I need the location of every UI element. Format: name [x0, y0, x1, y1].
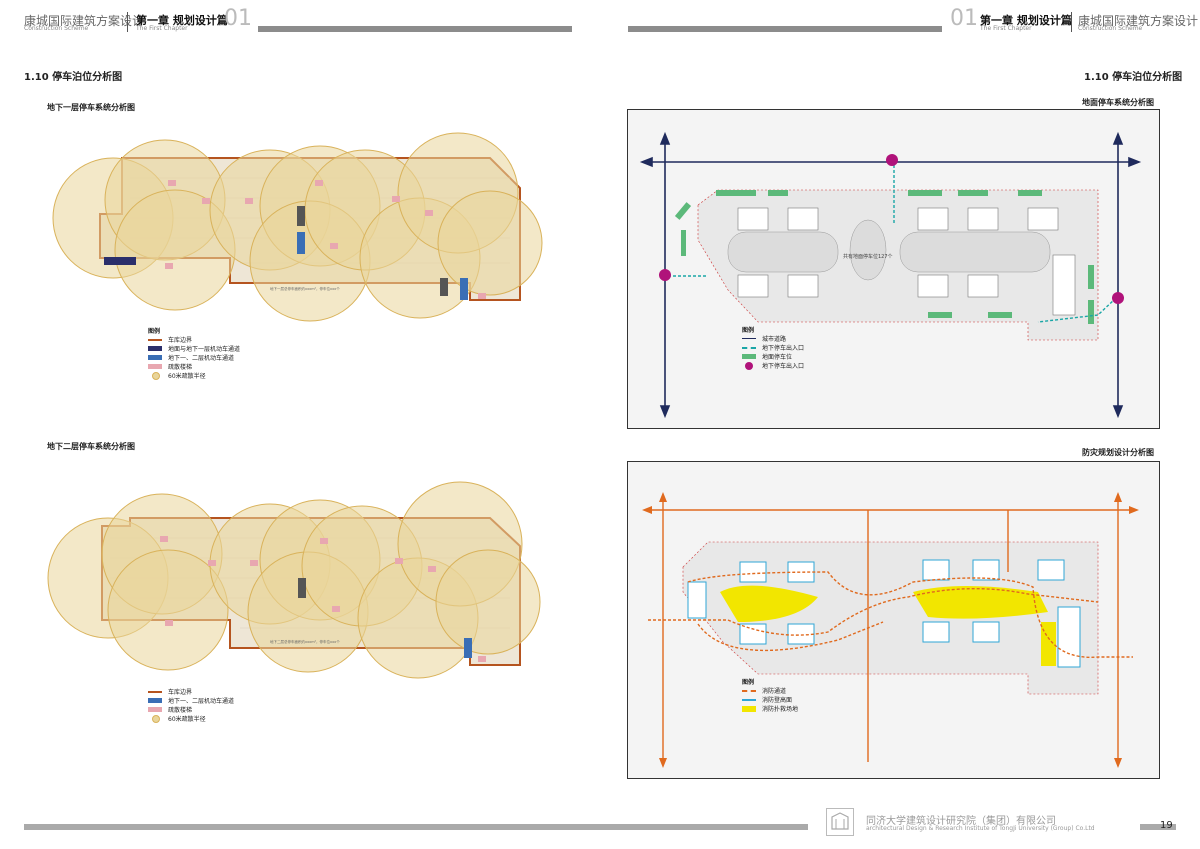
plan2-legend: 车库边界 地下一、二层机动车通道 疏散楼梯 60米疏散半径	[148, 687, 234, 723]
plan3-frame: 共有地面停车位127个	[627, 109, 1160, 429]
footer-left-bar	[24, 824, 808, 830]
plan3-legend: 图例 城市道路 地下停车出入口 地面停车位 地下停车出入口	[742, 325, 804, 370]
header-right-bar	[628, 26, 942, 32]
plan2-legend-item: 地下一、二层机动车通道	[148, 696, 234, 705]
plan3-diagram: 共有地面停车位127个	[628, 110, 1159, 428]
plan2-legend-item: 60米疏散半径	[148, 714, 234, 723]
header-right-number: 01	[950, 6, 978, 31]
plan1-ground-channel-3	[440, 278, 448, 296]
plan1-stairs	[165, 180, 486, 299]
plan2-b12-channel	[464, 638, 472, 658]
plan1-b12-channel-1	[297, 232, 305, 254]
plan1-legend: 图例 车库边界 地面与地下一层机动车通道 地下一、二层机动车通道 疏散楼梯 60…	[148, 326, 240, 380]
plan3-legend-item: 城市道路	[742, 334, 804, 343]
plan2-title: 地下二层停车系统分析图	[47, 442, 135, 451]
header-left-number: 01	[224, 6, 252, 31]
plan2-note: 地下二层总停车面积约xxxm²，停车位xxx个	[270, 639, 340, 644]
plan4-road-arrows	[642, 492, 1139, 768]
plan1-legend-item: 疏散楼梯	[148, 362, 240, 371]
plan4-legend-title: 图例	[742, 679, 755, 686]
plan3-ground-parking	[674, 190, 1094, 324]
plan1-ground-channel-2	[297, 206, 305, 226]
header-right-subtitle: Construction Scheme	[1078, 25, 1143, 32]
plan3-entrance-dots	[659, 154, 1124, 304]
plan2-channel-1	[298, 578, 306, 598]
plan1-radius-circles	[52, 132, 543, 322]
plan3-title: 地面停车系统分析图	[1082, 98, 1154, 107]
header-left-chapter-sub: The First Chapter	[136, 25, 188, 32]
header-left-divider	[127, 12, 128, 32]
header-left-title: 康城国际建筑方案设计	[24, 14, 145, 28]
page-number: 19	[1160, 820, 1173, 831]
plan3-legend-title: 图例	[742, 327, 755, 334]
plan1-b12-channel-2	[460, 278, 468, 300]
plan4-fire-roads	[648, 497, 1133, 762]
plan4-legend: 图例 消防通道 消防登高面 消防扑救场地	[742, 677, 798, 713]
header-right-divider	[1071, 12, 1072, 32]
header-right-title: 康城国际建筑方案设计	[1078, 14, 1199, 28]
plan2-legend-item: 车库边界	[148, 687, 234, 696]
plan2-stairs	[160, 536, 486, 662]
plan4-legend-item: 消防登高面	[742, 695, 798, 704]
plan1-note: 地下一层总停车面积约xxxm²，停车位xxx个	[270, 286, 340, 291]
plan2-radius-circles	[47, 481, 541, 679]
plan2-legend-item: 疏散楼梯	[148, 705, 234, 714]
plan1-legend-title: 图例	[148, 328, 161, 335]
plan3-legend-item: 地下停车出入口	[742, 361, 804, 370]
plan4-legend-item: 消防扑救场地	[742, 704, 798, 713]
footer-company: 同济大学建筑设计研究院（集团）有限公司	[866, 816, 1056, 827]
plan4-fire-faces	[687, 559, 1081, 668]
plan1-title: 地下一层停车系统分析图	[47, 103, 135, 112]
plan1-legend-item: 车库边界	[148, 335, 240, 344]
header-right-chapter-sub: The First Chapter	[980, 25, 1032, 32]
header-left-bar	[258, 26, 572, 32]
plan1-legend-item: 60米疏散半径	[148, 371, 240, 380]
header-left-subtitle: Construction Scheme	[24, 25, 89, 32]
plan4-diagram	[628, 462, 1159, 778]
plan3-entrance-arrows	[668, 160, 1117, 323]
plan4-frame	[627, 461, 1160, 779]
plan3-legend-item: 地面停车位	[742, 352, 804, 361]
footer-company-en: architectural Design & Research Institut…	[866, 825, 1095, 832]
plan4-rescue-yards	[720, 585, 1056, 666]
plan1-legend-item: 地下一、二层机动车通道	[148, 353, 240, 362]
plan4-legend-item: 消防通道	[742, 686, 798, 695]
plan1-legend-item: 地面与地下一层机动车通道	[148, 344, 240, 353]
plan1-diagram: 地下一层总停车面积约xxxm²，停车位xxx个	[52, 132, 543, 322]
plan1-ground-channel-1	[104, 257, 136, 265]
plan2-diagram: 地下二层总停车面积约xxxm²，停车位xxx个	[47, 481, 541, 679]
plan3-legend-item: 地下停车出入口	[742, 343, 804, 352]
right-section-title: 1.10 停车泊位分析图	[1084, 72, 1183, 83]
plan4-title: 防灾规划设计分析图	[1082, 448, 1154, 457]
left-section-title: 1.10 停车泊位分析图	[24, 72, 123, 83]
header-right-chapter: 第一章 规划设计篇	[980, 14, 1072, 27]
company-logo	[826, 808, 854, 836]
header-left-chapter: 第一章 规划设计篇	[136, 14, 228, 27]
footer-right-bar	[1140, 824, 1176, 830]
plan3-center-label: 共有地面停车位127个	[843, 253, 893, 260]
